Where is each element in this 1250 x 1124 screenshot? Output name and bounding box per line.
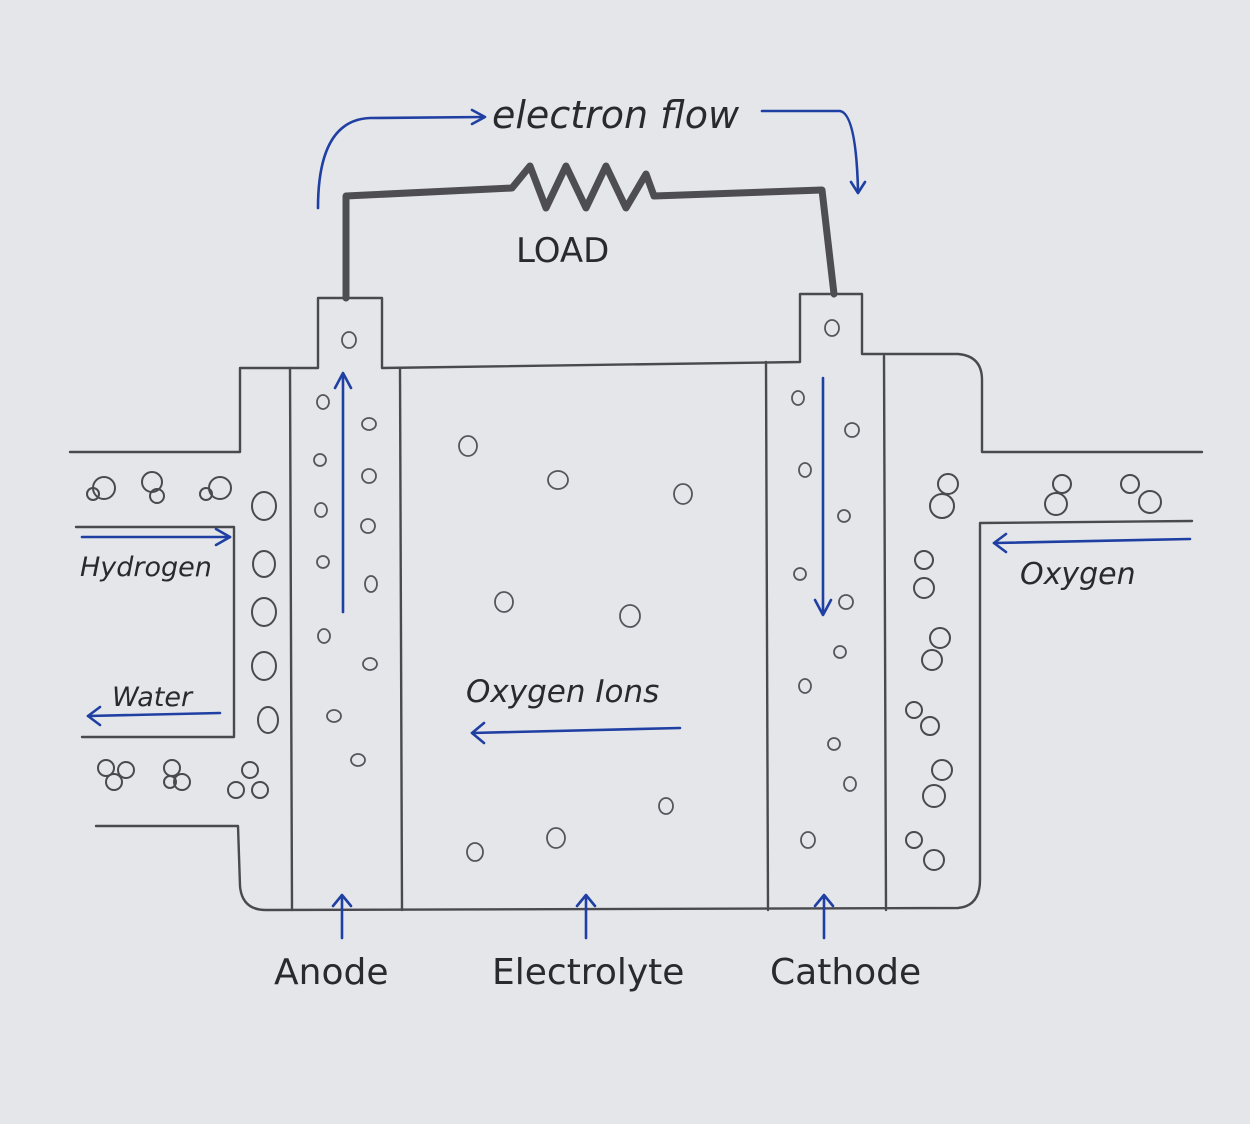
- internal-arrows: [80, 371, 1192, 745]
- hydrogen-label: Hydrogen: [80, 552, 212, 583]
- water-molecules: [97, 759, 269, 799]
- external-circuit: [342, 162, 838, 302]
- cathode-gas-bubbles: [905, 473, 959, 871]
- electrolyte-label: Electrolyte: [492, 952, 684, 993]
- oxygen-ions-label: Oxygen Ions: [466, 674, 659, 710]
- water-label: Water: [112, 682, 194, 713]
- anode-label: Anode: [274, 952, 388, 993]
- hydrogen-molecules: [86, 471, 232, 504]
- layer-dividers: [288, 354, 888, 912]
- electron-flow-arrows: [316, 108, 867, 210]
- oxygen-molecules: [1044, 474, 1162, 516]
- electron-flow-label: electron flow: [492, 93, 740, 137]
- oxygen-label: Oxygen: [1020, 557, 1136, 592]
- pointer-arrows: [331, 893, 835, 940]
- ion-dots: [313, 319, 860, 862]
- cell-body: [68, 292, 1204, 912]
- load-label: LOAD: [516, 231, 609, 271]
- cathode-label: Cathode: [770, 952, 921, 993]
- anode-gas-bubbles: [251, 491, 279, 734]
